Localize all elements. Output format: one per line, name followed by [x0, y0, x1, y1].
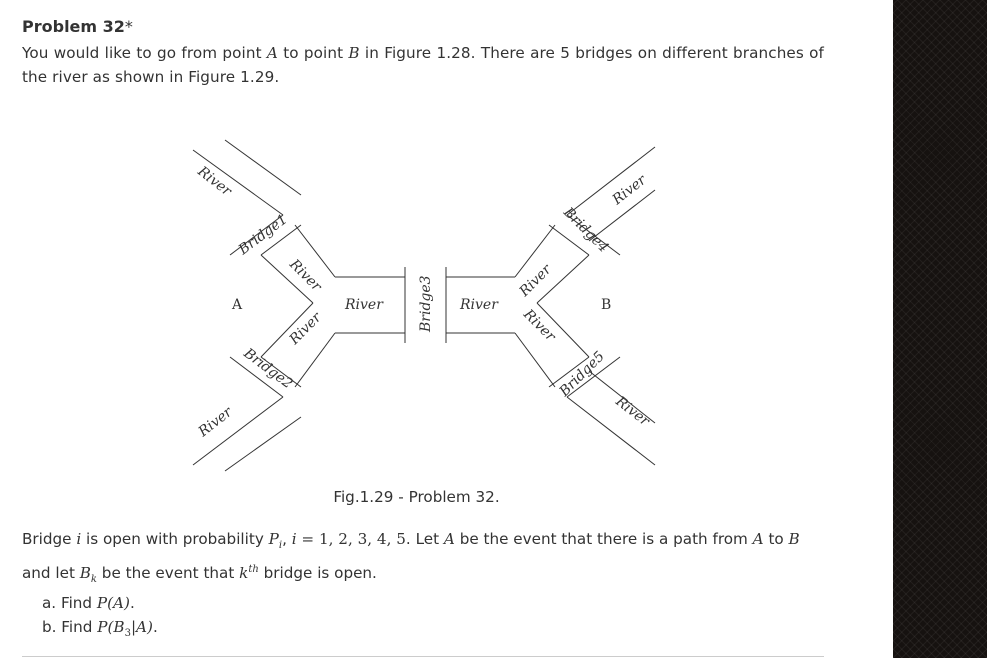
river-bank	[566, 146, 656, 216]
river-bank	[260, 302, 314, 358]
river-bank	[536, 302, 590, 358]
river-bank	[514, 332, 556, 388]
question-b: b. Find P(B3|A).	[42, 618, 158, 640]
river-label: River	[459, 297, 499, 313]
bridge5-line	[548, 356, 590, 388]
river-bank	[192, 149, 284, 216]
problem-definition: Bridge i is open with probability Pi, i …	[22, 530, 800, 586]
background-pattern-panel	[893, 0, 987, 658]
point-b-label: B	[601, 297, 611, 313]
river-bank	[224, 139, 302, 196]
river-label: River	[516, 261, 556, 301]
river-label: River	[609, 171, 651, 208]
river-label: River	[519, 306, 559, 346]
math-a: A	[266, 44, 278, 62]
river-bank	[566, 396, 656, 466]
river-bank	[588, 370, 656, 424]
river-label: River	[195, 403, 237, 440]
bridge1-line	[260, 224, 302, 256]
problem-statement: You would like to go from point A to poi…	[22, 44, 824, 86]
bridge5-label: Bridge5	[556, 348, 608, 400]
point-a-label: A	[231, 297, 243, 313]
figure-caption: Fig.1.29 - Problem 32.	[333, 488, 500, 506]
river-label: River	[286, 309, 326, 349]
river-label: River	[194, 163, 236, 200]
question-a: a. Find P(A).	[42, 594, 135, 612]
river-bank	[536, 254, 590, 304]
river-bank	[192, 396, 284, 466]
river-label: River	[285, 256, 325, 296]
figure-svg: River Bridge1 River A River River Bridge…	[192, 139, 656, 472]
bridge4-line	[566, 214, 621, 256]
bridge5-line	[566, 356, 621, 398]
document-page: Problem 32* You would like to go from po…	[22, 17, 824, 657]
river-bridge-figure: River Bridge1 River A River River Bridge…	[185, 135, 665, 475]
divider	[22, 656, 824, 657]
river-bank	[260, 254, 314, 304]
river-label: River	[344, 297, 384, 313]
bridge1-line	[229, 214, 284, 256]
problem-title: Problem 32*	[22, 17, 133, 36]
bridge3-label: Bridge3	[418, 275, 434, 333]
bridge1-label: Bridge1	[235, 211, 291, 258]
river-bank	[514, 224, 556, 278]
bridge4-line	[548, 224, 590, 256]
river-bank	[224, 416, 302, 472]
river-bank	[588, 189, 656, 242]
river-bank	[294, 224, 336, 278]
bridge2-line	[229, 356, 284, 398]
question-list: a. Find P(A). b. Find P(B3|A).	[42, 591, 158, 646]
math-b: B	[348, 44, 360, 62]
bridge2-line	[260, 356, 302, 388]
river-label: River	[612, 393, 654, 430]
river-bank	[294, 332, 336, 388]
